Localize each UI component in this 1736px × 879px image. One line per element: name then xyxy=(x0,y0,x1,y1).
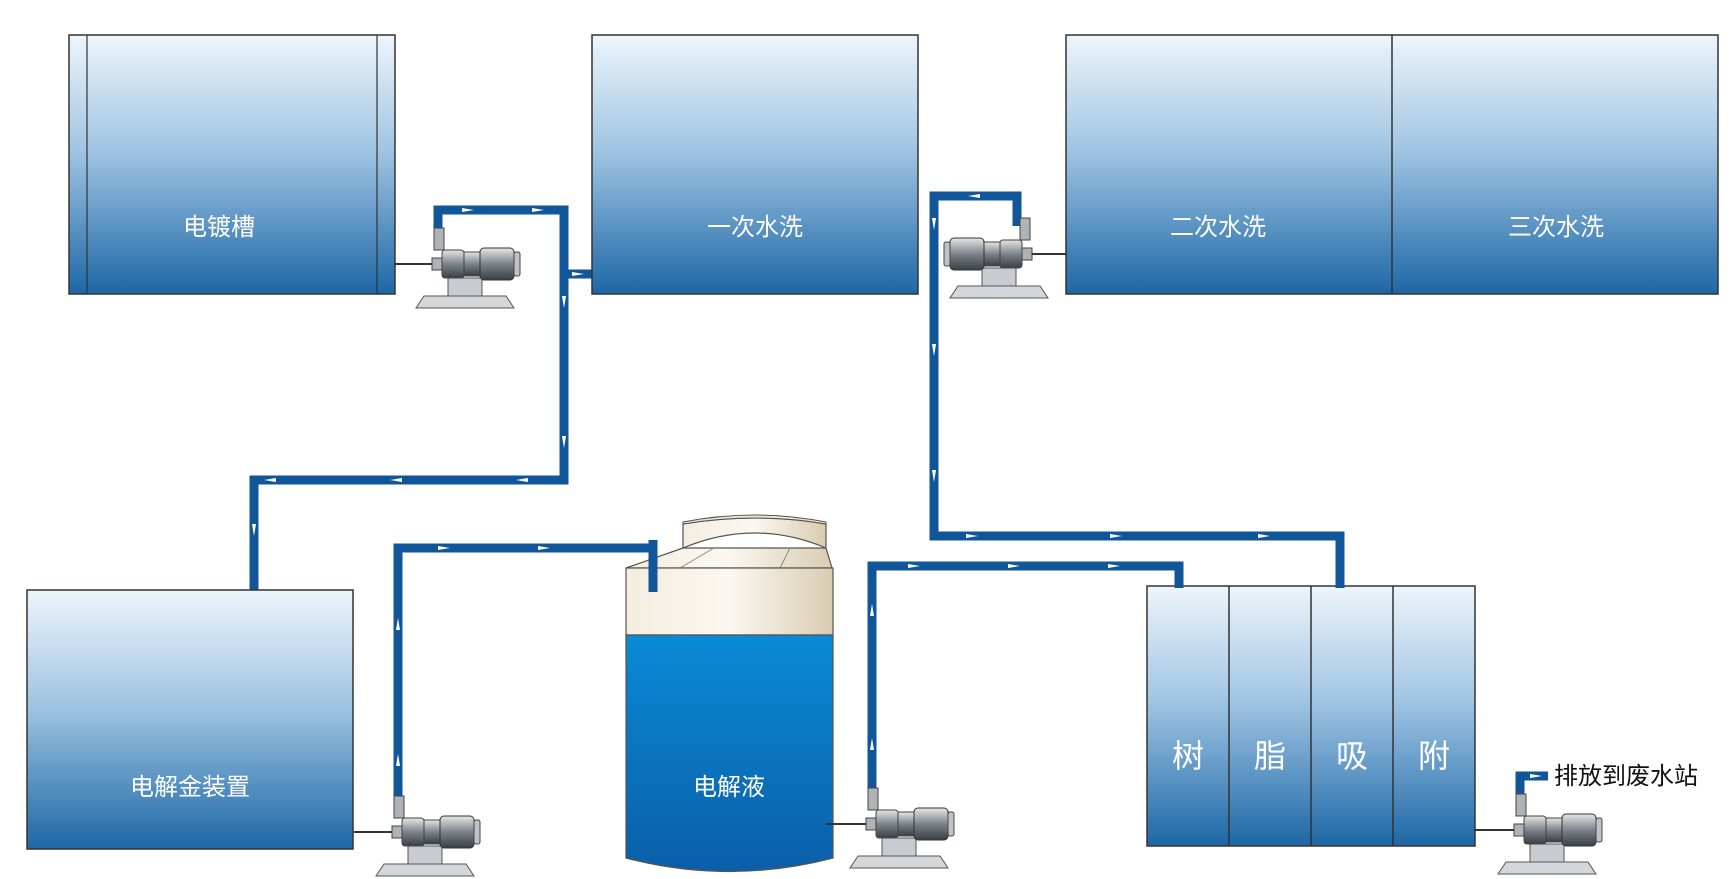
resin-label-2: 脂 xyxy=(1254,737,1286,775)
pump-icon xyxy=(375,795,481,877)
pipe-rinse1-to-recovery xyxy=(249,274,569,590)
flow-arrow-icon xyxy=(966,534,978,538)
pump-icon xyxy=(1497,793,1603,875)
pump-icon xyxy=(849,787,955,869)
flow-arrow-icon xyxy=(396,754,400,766)
flow-arrow-icon xyxy=(396,618,400,630)
flow-arrow-icon xyxy=(870,604,874,616)
tank-rinse3-label: 三次水洗 xyxy=(1508,213,1604,241)
pipe-recovery-to-electrolyte xyxy=(393,543,658,804)
tank-plating: 电镀槽 xyxy=(68,34,396,295)
resin-label-3: 吸 xyxy=(1336,737,1368,775)
flow-arrow-icon xyxy=(870,738,874,750)
tank-rinse1-label: 一次水洗 xyxy=(707,213,803,241)
tank-rinse2-rinse3: 二次水洗 三次水洗 xyxy=(1065,34,1719,295)
pump-electrolyte xyxy=(826,787,955,869)
flow-arrow-icon xyxy=(538,546,550,550)
flow-arrow-icon xyxy=(1110,534,1122,538)
pump-resin xyxy=(1474,793,1603,875)
flow-arrow-icon xyxy=(932,344,936,356)
flow-arrow-icon xyxy=(252,524,256,536)
tank-rinse1: 一次水洗 xyxy=(591,34,919,295)
resin-adsorption-unit: 树 脂 吸 附 xyxy=(1146,585,1476,847)
pipe-electrolyte-to-resin xyxy=(867,561,1184,804)
pump-recovery xyxy=(354,795,481,877)
flow-arrow-icon xyxy=(908,564,920,568)
pump-icon xyxy=(943,217,1049,299)
flow-arrow-icon xyxy=(1258,534,1270,538)
flow-arrow-icon xyxy=(968,194,980,198)
tank-recovery: 电解金装置 xyxy=(26,589,354,850)
tank-plating-label: 电镀槽 xyxy=(183,213,255,241)
flow-arrow-icon xyxy=(264,478,276,482)
flow-arrow-icon xyxy=(932,470,936,482)
flow-arrow-icon xyxy=(390,478,402,482)
tank-electrolyte: 电解液 xyxy=(625,514,834,873)
tank-recovery-label: 电解金装置 xyxy=(130,773,250,801)
flow-arrow-icon xyxy=(532,208,544,212)
flow-arrow-icon xyxy=(572,272,584,276)
resin-label-4: 附 xyxy=(1418,737,1450,775)
pump-plating xyxy=(394,227,521,309)
flow-arrow-icon xyxy=(562,436,566,448)
resin-label-1: 树 xyxy=(1172,737,1204,775)
flow-arrow-icon xyxy=(462,208,474,212)
flow-arrow-icon xyxy=(1008,564,1020,568)
drain-label: 排放到废水站 xyxy=(1554,762,1698,790)
flow-arrow-icon xyxy=(932,218,936,230)
flow-arrow-icon xyxy=(438,546,450,550)
flow-arrow-icon xyxy=(1530,774,1542,778)
pump-icon xyxy=(415,227,521,309)
tank-electrolyte-label: 电解液 xyxy=(693,773,765,801)
flow-arrows xyxy=(252,194,1542,778)
flow-arrow-icon xyxy=(562,296,566,308)
flow-arrow-icon xyxy=(1108,564,1120,568)
flow-arrow-icon xyxy=(516,478,528,482)
pump-rinse2 xyxy=(943,217,1066,299)
tank-rinse2-label: 二次水洗 xyxy=(1170,213,1266,241)
